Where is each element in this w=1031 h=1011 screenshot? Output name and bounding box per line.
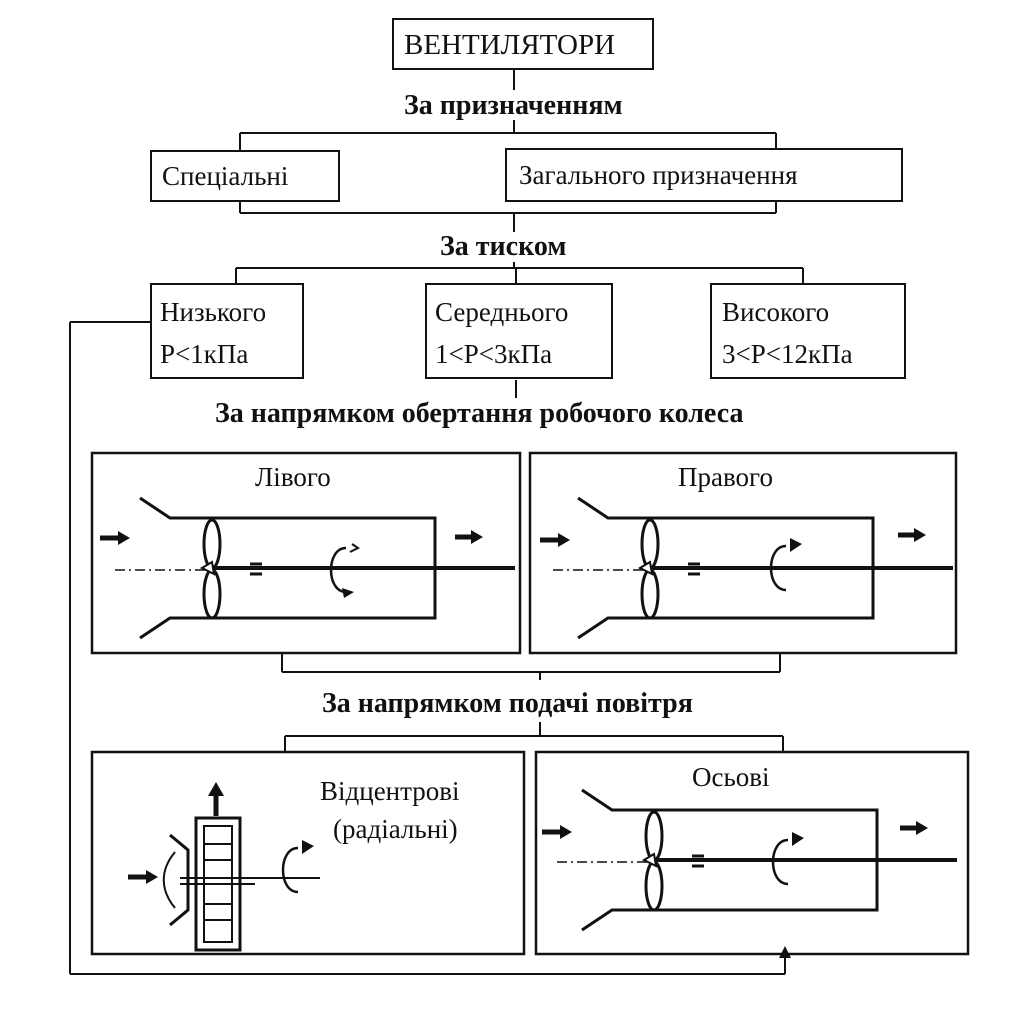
flow-out-arrow-icon [455, 530, 483, 544]
clockwise-rotation-icon [769, 538, 802, 592]
flow-out-arrow-icon [900, 821, 928, 835]
loop-arrowhead [779, 946, 791, 958]
centrifugal-label-line2: (радіальні) [333, 814, 458, 844]
heading-by-pressure: За тиском [440, 231, 567, 262]
connector-lines [69, 68, 804, 975]
clockwise-rotation-icon [281, 840, 314, 894]
clockwise-rotation-icon [771, 832, 804, 886]
general-purpose-label: Загального призначення [519, 160, 798, 190]
flow-in-arrow-icon [540, 533, 570, 547]
left-rotation-label: Лівого [255, 462, 331, 492]
medium-pressure-name: Середнього [435, 297, 569, 327]
special-label: Спеціальні [162, 161, 289, 191]
flow-out-arrow-icon [898, 528, 926, 542]
centrifugal-panel [90, 750, 526, 956]
axial-label: Осьові [692, 762, 770, 792]
special-box: Спеціальні [150, 150, 340, 202]
flow-in-arrow-icon [128, 870, 158, 884]
title-box: ВЕНТИЛЯТОРИ [392, 18, 654, 70]
right-rotation-fan-drawing [551, 496, 955, 640]
right-rotation-panel [528, 451, 958, 655]
right-rotation-label: Правого [678, 462, 773, 492]
general-purpose-box: Загального призначення [505, 148, 903, 202]
low-pressure-box: Низького P<1кПа [150, 283, 304, 379]
left-rotation-panel [90, 451, 522, 655]
centrifugal-fan-drawing [162, 782, 320, 952]
medium-pressure-box: Середнього 1<P<3кПа [425, 283, 613, 379]
axial-fan-drawing [555, 788, 959, 932]
axial-panel [534, 750, 970, 956]
centrifugal-label-line1: Відцентрові [320, 776, 460, 806]
low-pressure-range: P<1кПа [160, 339, 249, 369]
medium-pressure-range: 1<P<3кПа [435, 339, 553, 369]
flow-in-arrow-icon [542, 825, 572, 839]
flow-in-arrow-icon [100, 531, 130, 545]
left-rotation-fan-drawing [113, 496, 517, 640]
high-pressure-range: 3<P<12кПа [722, 339, 853, 369]
low-pressure-name: Низького [160, 297, 267, 327]
high-pressure-box: Високого 3<P<12кПа [710, 283, 906, 379]
heading-by-rotation: За напрямком обертання робочого колеса [215, 398, 744, 429]
heading-by-purpose: За призначенням [404, 90, 623, 121]
high-pressure-name: Високого [722, 297, 830, 327]
diagram-title: ВЕНТИЛЯТОРИ [404, 29, 616, 61]
counterclockwise-rotation-icon [329, 543, 360, 598]
heading-by-air-flow: За напрямком подачі повітря [322, 688, 693, 719]
